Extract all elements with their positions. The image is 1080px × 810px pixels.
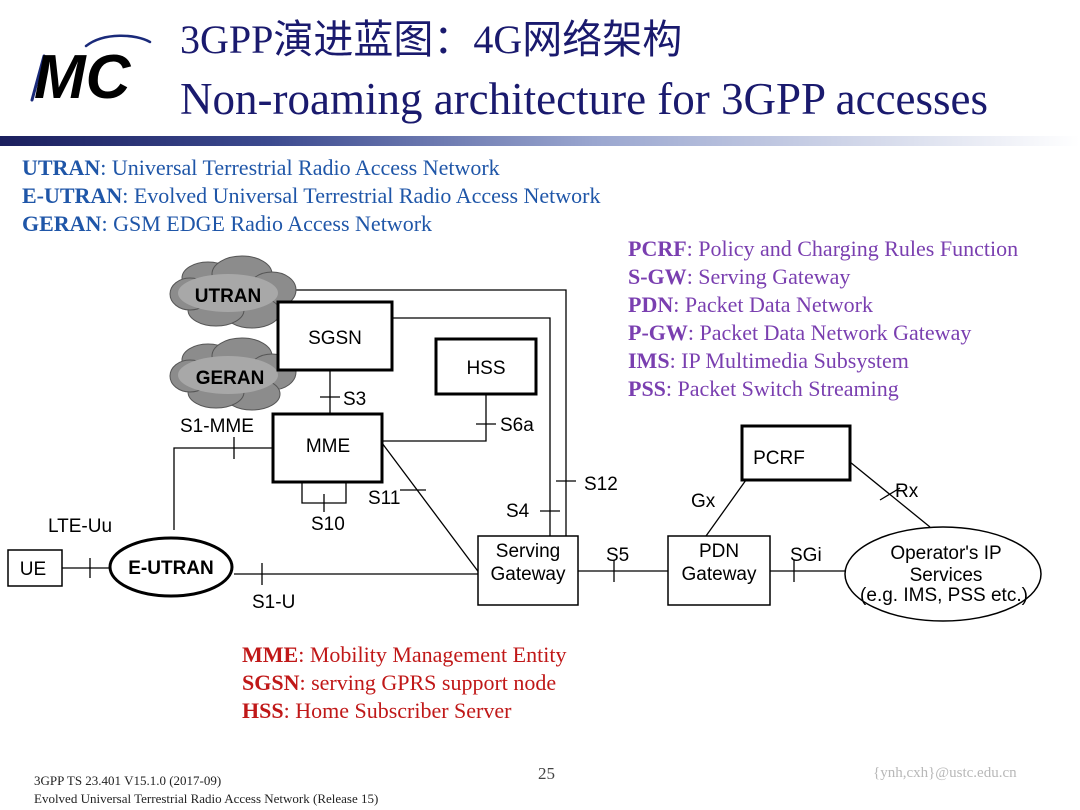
title-english: Non-roaming architecture for 3GPP access… xyxy=(180,74,989,124)
gx-link xyxy=(705,479,747,537)
page-number: 25 xyxy=(538,764,555,783)
def-utran: UTRAN: Universal Terrestrial Radio Acces… xyxy=(22,155,500,180)
footer-email: {ynh,cxh}@ustc.edu.cn xyxy=(873,765,1017,781)
def-pdn: PDN: Packet Data Network xyxy=(628,292,873,317)
ue-box xyxy=(7,549,63,587)
s11-label: S11 xyxy=(368,488,400,509)
s3-label: S3 xyxy=(343,389,366,410)
ops-label-3: (e.g. IMS, PSS etc.) xyxy=(860,585,1028,606)
def-mme: MME: Mobility Management Entity xyxy=(242,642,567,667)
s5-label: S5 xyxy=(606,545,629,566)
sgw-label-2: Gateway xyxy=(491,564,566,585)
pcrf-box xyxy=(740,424,852,482)
def-sgw: S-GW: Serving Gateway xyxy=(628,264,851,289)
s1u-label: S1-U xyxy=(252,592,295,613)
pgw-label-1: PDN xyxy=(699,541,739,562)
def-hss: HSS: Home Subscriber Server xyxy=(242,698,512,723)
def-eutran: E-UTRAN: Evolved Universal Terrestrial R… xyxy=(22,183,601,208)
eutran-ellipse xyxy=(108,536,234,598)
def-pss: PSS: Packet Switch Streaming xyxy=(628,376,899,401)
entity-definitions: MME: Mobility Management Entity SGSN: se… xyxy=(242,641,566,725)
ops-label-2: Services xyxy=(910,565,983,586)
sgi-label: SGi xyxy=(790,545,822,566)
s6a-label: S6a xyxy=(500,415,534,436)
eutran-label: E-UTRAN xyxy=(128,558,214,579)
lte-uu-label: LTE-Uu xyxy=(48,516,112,537)
ops-label-1: Operator's IP xyxy=(890,543,1001,564)
logo-text: MC xyxy=(34,43,132,112)
title-chinese: 3GPP演进蓝图：4G网络架构 xyxy=(180,17,683,62)
s4-label: S4 xyxy=(506,501,530,522)
footer-reference: 3GPP TS 23.401 V15.1.0 (2017-09) Evolved… xyxy=(34,772,378,808)
operator-ip-services-ellipse xyxy=(844,526,1042,622)
header-rule xyxy=(0,136,1080,146)
s4-link xyxy=(392,317,551,540)
pgw-label-2: Gateway xyxy=(682,564,757,585)
pcrf-label: PCRF xyxy=(753,448,805,469)
core-definitions: PCRF: Policy and Charging Rules Function… xyxy=(628,235,1018,403)
footer-ref-line-2: Evolved Universal Terrestrial Radio Acce… xyxy=(34,791,379,806)
sgsn-box xyxy=(276,300,394,372)
hss-label: HSS xyxy=(466,358,505,379)
sgw-label-1: Serving xyxy=(496,541,560,562)
sgsn-label: SGSN xyxy=(308,328,362,349)
s11-link xyxy=(381,442,481,575)
def-ims: IMS: IP Multimedia Subsystem xyxy=(628,348,909,373)
rx-label: Rx xyxy=(895,481,919,502)
s1mme-label: S1-MME xyxy=(180,416,254,437)
mme-label: MME xyxy=(306,436,350,457)
def-sgsn: SGSN: serving GPRS support node xyxy=(242,670,557,695)
s10-label: S10 xyxy=(311,514,345,535)
gx-label: Gx xyxy=(691,491,716,512)
serving-gateway-box xyxy=(477,535,579,606)
mc-logo: MC xyxy=(26,26,166,116)
def-geran: GERAN: GSM EDGE Radio Access Network xyxy=(22,211,433,236)
s12-link xyxy=(282,289,567,540)
def-pcrf: PCRF: Policy and Charging Rules Function xyxy=(628,236,1019,261)
s6a-link xyxy=(382,394,487,442)
s1mme-link xyxy=(173,447,273,530)
s12-label: S12 xyxy=(584,474,618,495)
mme-box xyxy=(271,412,384,484)
pdn-gateway-box xyxy=(667,535,771,606)
geran-label: GERAN xyxy=(196,368,265,389)
footer-ref-line-1: 3GPP TS 23.401 V15.1.0 (2017-09) xyxy=(34,773,222,788)
hss-box xyxy=(434,337,538,396)
utran-label: UTRAN xyxy=(195,286,262,307)
ue-label: UE xyxy=(20,559,46,580)
def-pgw: P-GW: Packet Data Network Gateway xyxy=(628,320,972,345)
access-network-definitions: UTRAN: Universal Terrestrial Radio Acces… xyxy=(22,154,601,238)
